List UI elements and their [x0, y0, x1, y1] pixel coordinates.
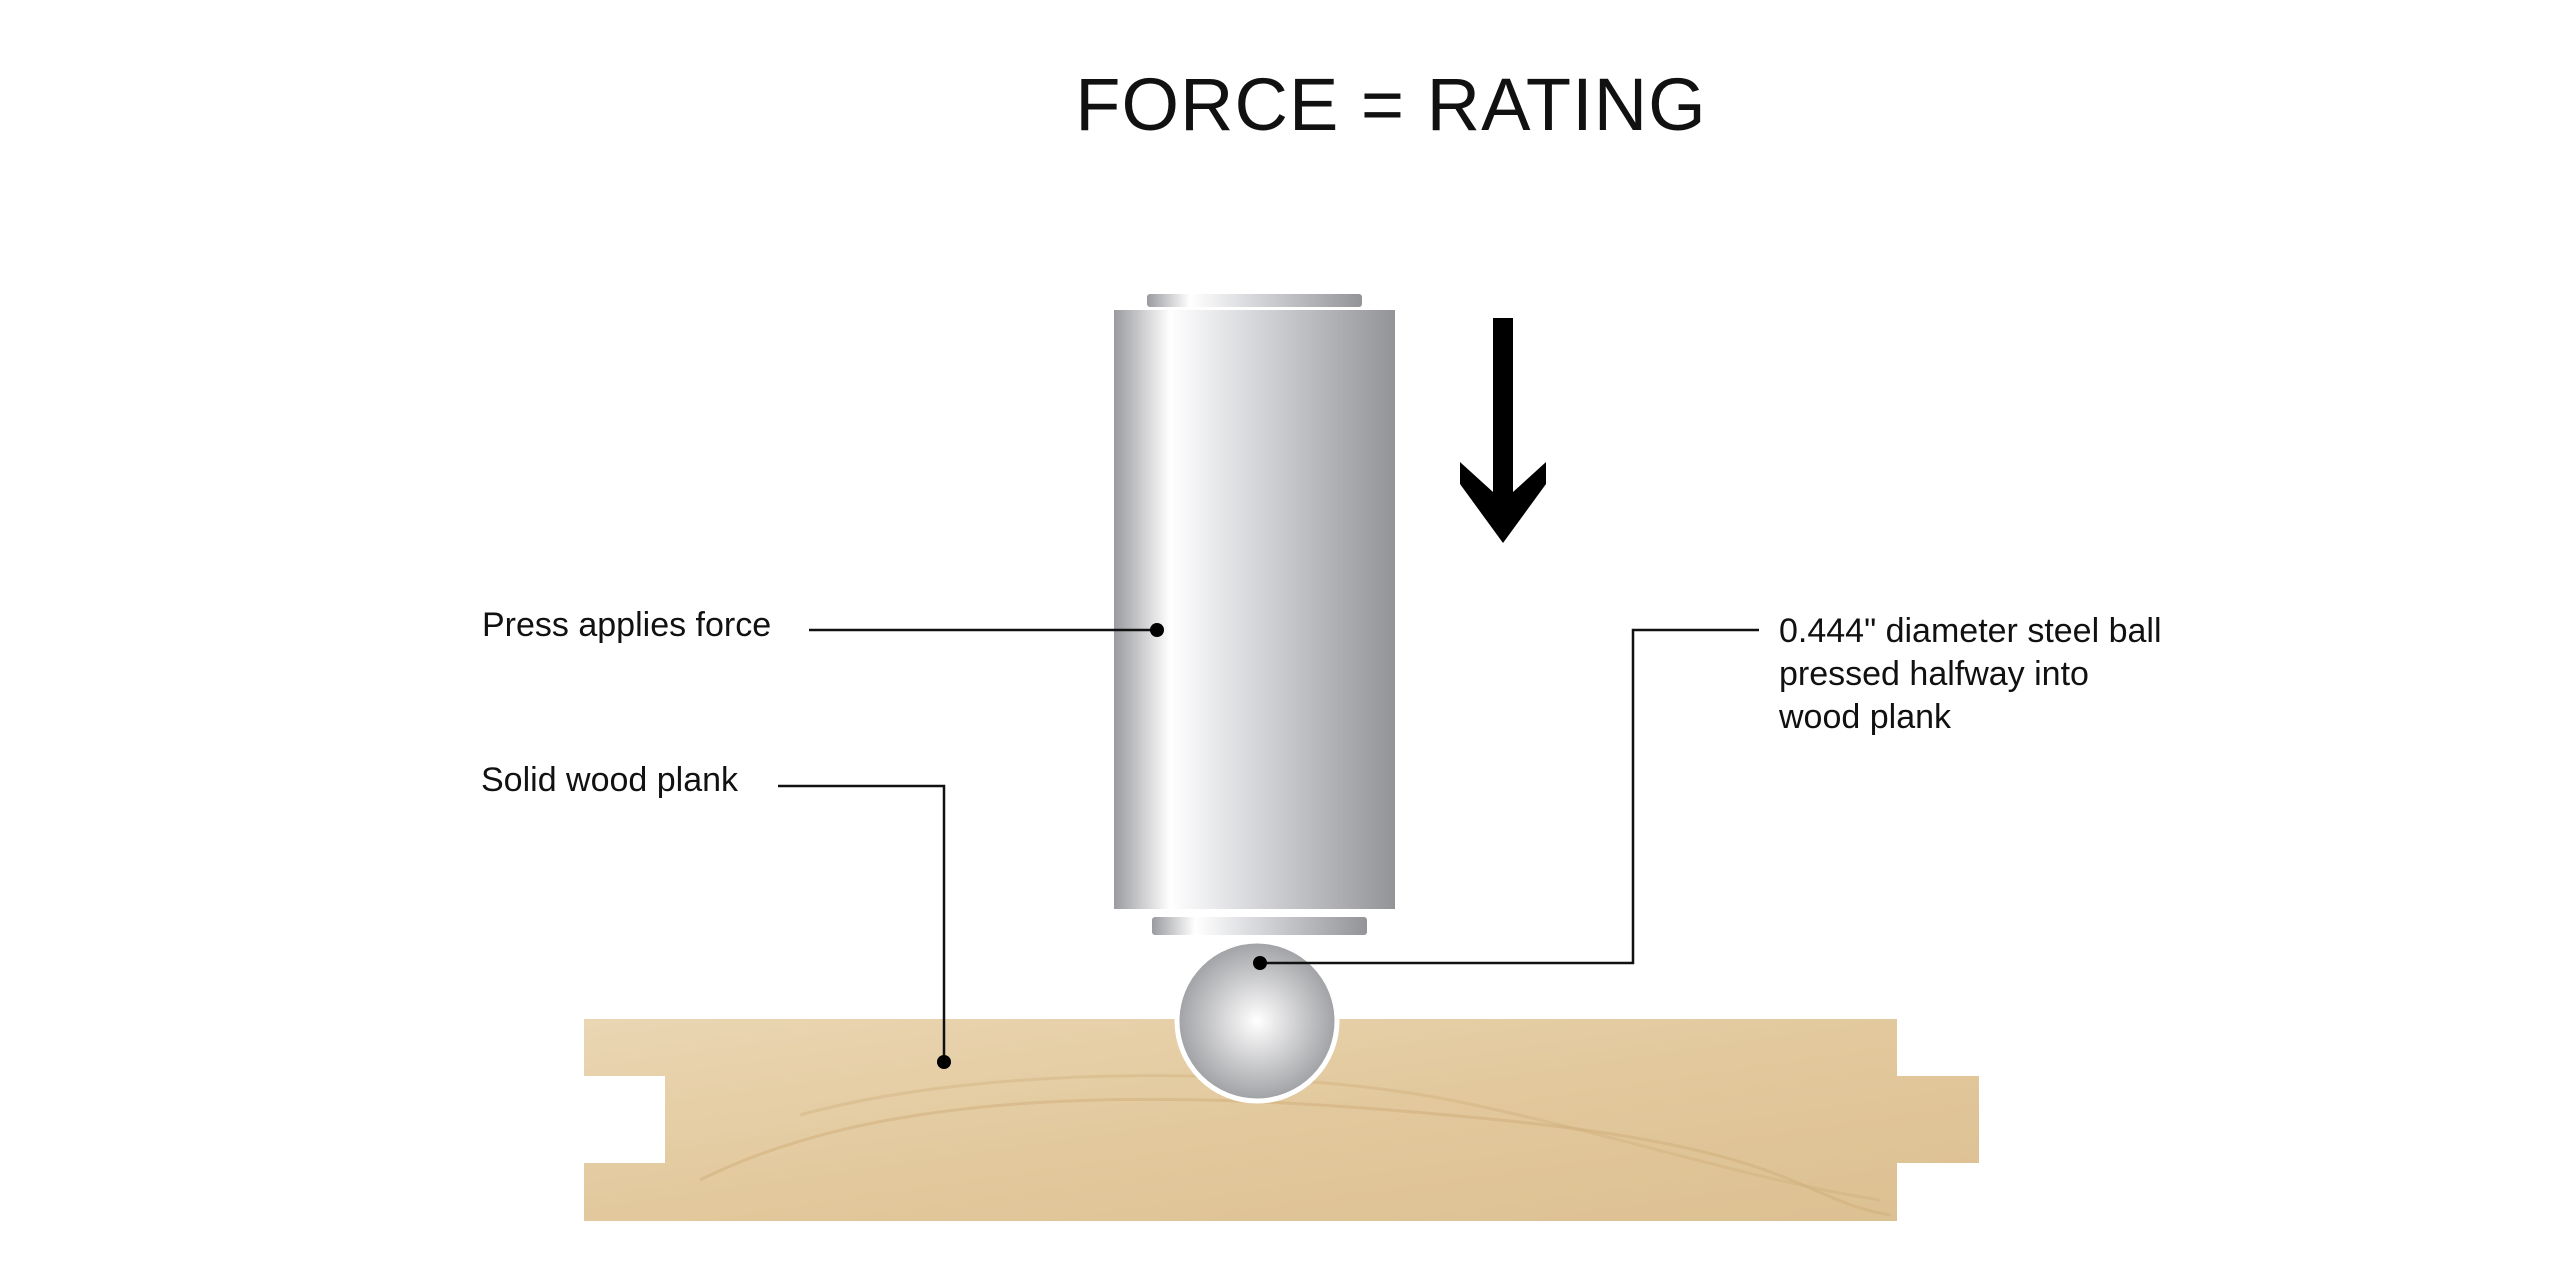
ball-callout-dot [1253, 956, 1267, 970]
leader-lines [778, 628, 1759, 1062]
press-callout-dot [1150, 623, 1164, 637]
steel-ball [1174, 938, 1340, 1104]
plank-label: Solid wood plank [481, 761, 739, 799]
ball-label-line-1: 0.444" diameter steel ball [1779, 612, 2162, 650]
press-label: Press applies force [482, 606, 772, 644]
arrow-down-icon [1460, 318, 1546, 543]
ball-label-line-2: pressed halfway into [1779, 655, 2089, 693]
ball-label: 0.444" diameter steel ball pressed halfw… [1779, 610, 2162, 739]
page-title: FORCE = RATING [1075, 63, 1707, 146]
plank-callout-dot [937, 1055, 951, 1069]
wood-plank [584, 1019, 1979, 1221]
ball-label-line-3: wood plank [1779, 698, 1952, 736]
press-cylinder [1114, 294, 1395, 935]
